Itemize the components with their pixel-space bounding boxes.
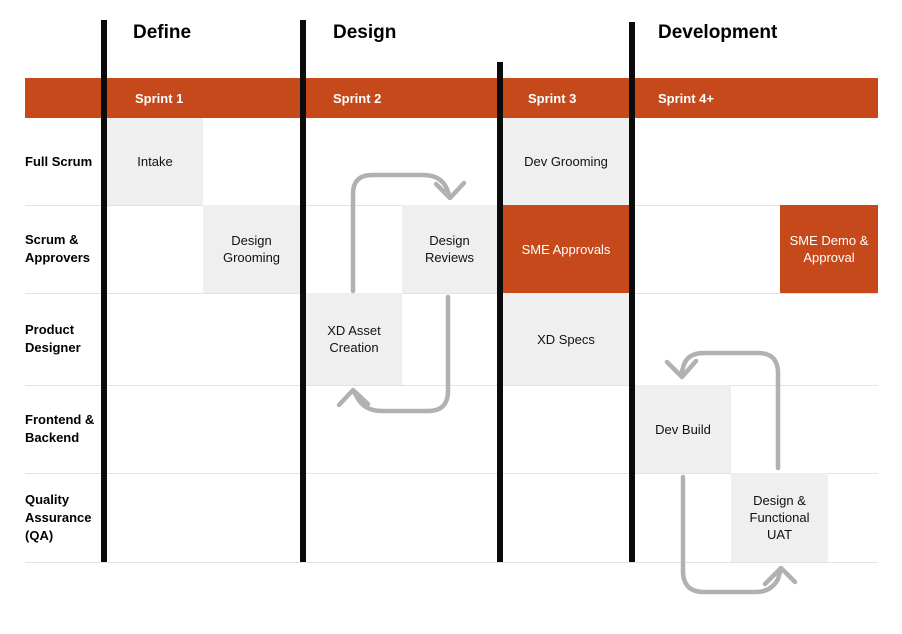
sprint-label-2: Sprint 2 <box>333 90 382 106</box>
phase-divider-bar-4 <box>629 22 635 562</box>
role-label-full-scrum: Full Scrum <box>25 153 93 169</box>
cell-design-grooming: Design Grooming <box>203 205 300 293</box>
cell-intake: Intake <box>107 118 203 205</box>
phase-divider-bar-1 <box>101 20 107 562</box>
phase-title-define: Define <box>133 22 192 43</box>
cell-sme-demo-approval: SME Demo & Approval <box>780 205 878 293</box>
row-divider <box>25 385 878 386</box>
sprint-divider-bar-3 <box>497 62 503 562</box>
sprint-label-1: Sprint 1 <box>135 90 184 106</box>
cell-dev-build: Dev Build <box>635 385 731 473</box>
sprint-label-4: Sprint 4+ <box>658 90 714 106</box>
role-label-product-designer: Product Designer <box>25 322 81 355</box>
row-divider <box>25 473 878 474</box>
phase-title-design: Design <box>333 22 397 43</box>
sprint-label-3: Sprint 3 <box>528 90 577 106</box>
sprint-header-bar: Sprint 1 Sprint 2 Sprint 3 Sprint 4+ <box>25 78 878 118</box>
role-label-qa: Quality Assurance (QA) <box>25 491 92 543</box>
cell-design-functional-uat: Design & Functional UAT <box>731 473 828 562</box>
phase-divider-bar-2 <box>300 20 306 562</box>
row-divider <box>25 293 878 294</box>
role-label-frontend-backend: Frontend & Backend <box>25 412 95 445</box>
role-label-scrum-approvers: Scrum & Approvers <box>25 232 91 265</box>
cell-xd-specs: XD Specs <box>503 293 629 385</box>
row-divider <box>25 562 878 563</box>
phase-title-development: Development <box>658 22 778 43</box>
cell-dev-grooming: Dev Grooming <box>503 118 629 205</box>
cell-xd-asset-creation: XD Asset Creation <box>306 293 402 385</box>
cell-sme-approvals: SME Approvals <box>503 205 629 293</box>
cell-design-reviews: Design Reviews <box>402 205 497 293</box>
